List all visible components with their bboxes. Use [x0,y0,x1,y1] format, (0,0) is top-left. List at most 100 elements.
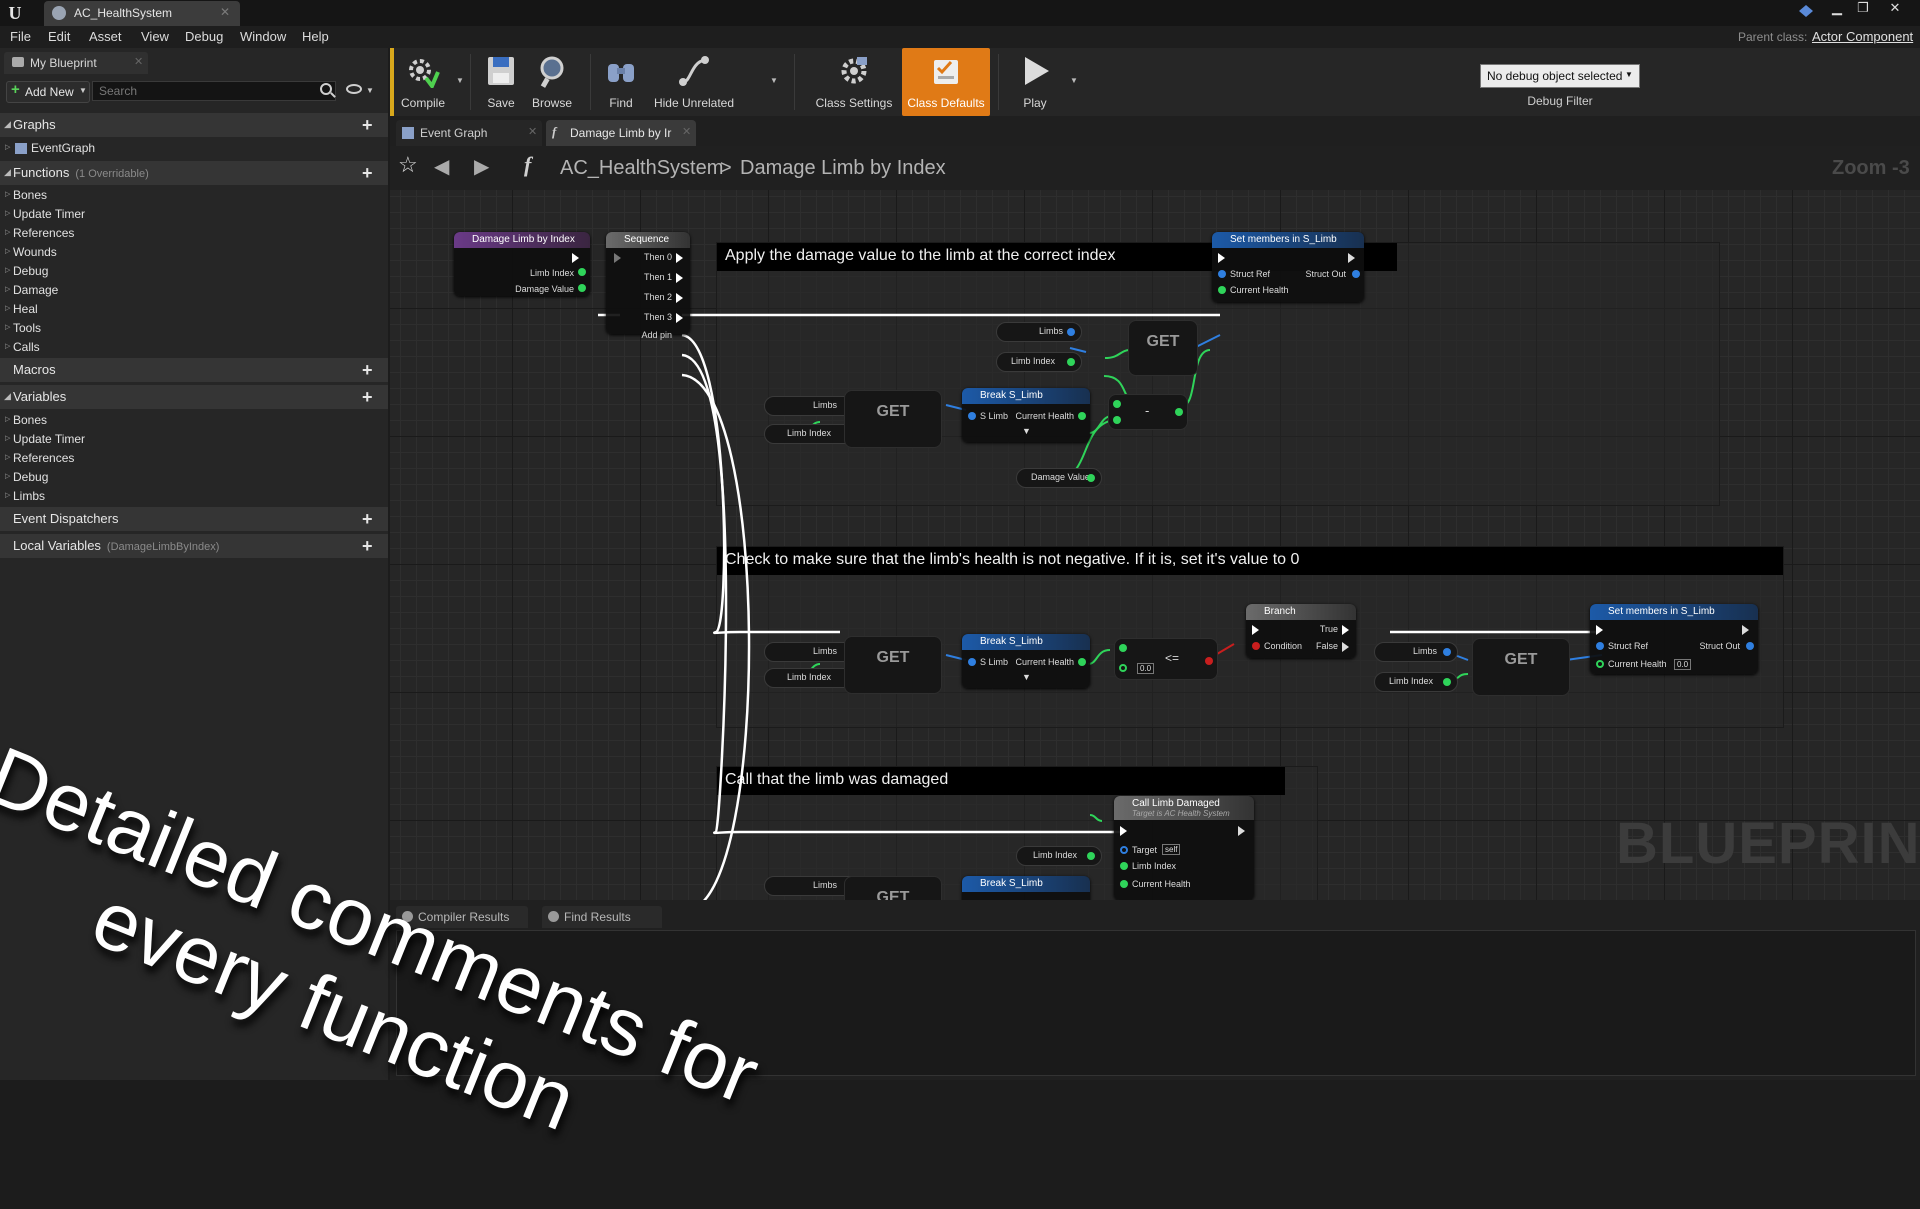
comment-title[interactable]: Call that the limb was damaged [717,767,1285,795]
struct-ref-pin[interactable] [1218,270,1226,278]
false-out-pin[interactable] [1342,642,1349,652]
tab-damage-limb-by-index[interactable]: f Damage Limb by Ir ✕ [546,120,696,146]
struct-out-pin[interactable] [1352,270,1360,278]
add-graph-button[interactable]: + [362,115,373,135]
close-tab-icon[interactable]: ✕ [220,5,231,19]
class-defaults-button[interactable]: Class Defaults [902,48,990,116]
add-variable-button[interactable]: + [362,387,373,407]
node-set-members-s-limb[interactable]: Set members in S_Limb Struct Ref Struct … [1212,232,1364,302]
forward-arrow-icon[interactable]: ▶ [474,156,490,178]
limb-index-getter[interactable]: Limb Index [1016,846,1102,866]
current-health-pin[interactable] [1596,660,1604,668]
exec-in-pin[interactable] [1252,625,1259,635]
then-2-pin[interactable] [676,293,683,303]
current-health-pin[interactable] [1218,286,1226,294]
breadcrumb-function[interactable]: Damage Limb by Index [740,157,946,179]
subtract-node[interactable]: - [1108,394,1188,430]
eye-icon[interactable] [346,84,362,94]
compile-options-chevron-icon[interactable]: ▼ [456,76,464,85]
node-set-members-s-limb[interactable]: Set members in S_Limb Struct Ref Struct … [1590,604,1758,674]
play-button[interactable]: Play [1006,48,1064,116]
then-1-pin[interactable] [676,273,683,283]
compile-button[interactable]: Compile [394,48,452,116]
limbs-getter[interactable]: Limbs [1374,642,1458,662]
my-blueprint-tab[interactable]: My Blueprint ✕ [4,52,148,74]
get-array-node[interactable]: GET [844,876,942,900]
node-damage-limb-by-index[interactable]: Damage Limb by Index Limb Index Damage V… [454,232,590,296]
exec-out-pin[interactable] [1238,826,1245,836]
source-control-icon[interactable] [1798,4,1814,18]
variable-category-update-timer[interactable]: ▷Update Timer [0,430,388,449]
s-limb-in-pin[interactable] [968,412,976,420]
current-health-in-pin[interactable] [1120,880,1128,888]
document-tab[interactable]: AC_HealthSystem ✕ [44,1,240,26]
hide-unrelated-options-chevron-icon[interactable]: ▼ [770,76,778,85]
menu-view[interactable]: View [141,29,169,44]
menu-help[interactable]: Help [302,29,329,44]
tab-compiler-results[interactable]: Compiler Results [396,906,528,928]
expand-chevron-icon[interactable]: ▼ [1022,426,1031,436]
current-health-out-pin[interactable] [1078,412,1086,420]
unreal-logo-icon[interactable]: U [8,3,22,23]
function-category-update-timer[interactable]: ▷Update Timer [0,205,388,224]
macros-section-header[interactable]: Macros + [0,358,388,382]
event-dispatchers-section-header[interactable]: Event Dispatchers + [0,507,388,531]
close-panel-icon[interactable]: ✕ [134,56,144,68]
limbs-out-pin[interactable] [1443,648,1451,656]
view-options-chevron-icon[interactable]: ▼ [366,86,374,95]
function-category-calls[interactable]: ▷Calls [0,338,388,357]
function-category-heal[interactable]: ▷Heal [0,300,388,319]
target-in-pin[interactable] [1120,846,1128,854]
current-health-out-pin[interactable] [1078,658,1086,666]
limb-index-out-pin[interactable] [578,268,586,276]
class-settings-button[interactable]: Class Settings [808,48,900,116]
variables-section-header[interactable]: ◢ Variables + [0,385,388,409]
blueprint-graph-canvas[interactable]: Apply the damage value to the limb at th… [390,190,1920,900]
variable-category-references[interactable]: ▷References [0,449,388,468]
then-0-pin[interactable] [676,253,683,263]
add-function-button[interactable]: + [362,163,373,183]
limbs-getter[interactable]: Limbs [764,642,866,662]
get-array-node[interactable]: GET [1472,638,1570,696]
save-button[interactable]: Save [476,48,526,116]
limbs-getter[interactable]: Limbs [996,322,1082,342]
play-options-chevron-icon[interactable]: ▼ [1070,76,1078,85]
limb-index-out-pin[interactable] [1443,678,1451,686]
node-branch[interactable]: Branch True Condition False [1246,604,1356,658]
default-value-box[interactable]: 0.0 [1674,659,1692,670]
variable-category-bones[interactable]: ▷Bones [0,411,388,430]
function-category-wounds[interactable]: ▷Wounds [0,243,388,262]
limb-index-out-pin[interactable] [1067,358,1075,366]
damage-value-getter[interactable]: Damage Value [1016,468,1102,488]
function-category-damage[interactable]: ▷Damage [0,281,388,300]
get-array-node[interactable]: GET [844,390,942,448]
exec-out-pin[interactable] [1742,625,1749,635]
browse-button[interactable]: Browse [526,48,578,116]
exec-out-pin[interactable] [572,253,579,263]
menu-debug[interactable]: Debug [185,29,224,44]
variable-category-limbs[interactable]: ▷Limbs [0,487,388,506]
less-equal-node[interactable]: 0.0 <= [1114,638,1218,680]
hide-unrelated-button[interactable]: Hide Unrelated [646,48,742,116]
get-array-node[interactable]: GET [844,636,942,694]
exec-in-pin[interactable] [614,253,621,263]
function-category-tools[interactable]: ▷Tools [0,319,388,338]
graphs-section-header[interactable]: ◢ Graphs + [0,113,388,137]
damage-value-out-pin[interactable] [1087,474,1095,482]
node-break-s-limb[interactable]: Break S_Limb [962,876,1090,900]
limb-index-getter[interactable]: Limb Index [996,352,1082,372]
menu-window[interactable]: Window [240,29,287,44]
breadcrumb-blueprint[interactable]: AC_HealthSystem [560,157,724,179]
local-variables-section-header[interactable]: Local Variables(DamageLimbByIndex) + [0,534,388,558]
function-category-bones[interactable]: ▷Bones [0,186,388,205]
add-new-button[interactable]: + Add New ▼ [6,81,90,103]
search-input[interactable] [92,81,336,101]
node-break-s-limb[interactable]: Break S_Limb S Limb Current Health ▼ [962,634,1090,688]
a-in-pin[interactable] [1119,644,1127,652]
menu-asset[interactable]: Asset [89,29,122,44]
results-area[interactable] [396,930,1916,1076]
condition-in-pin[interactable] [1252,642,1260,650]
struct-ref-pin[interactable] [1596,642,1604,650]
b-in-pin[interactable] [1119,664,1127,672]
add-local-variable-button[interactable]: + [362,536,373,556]
